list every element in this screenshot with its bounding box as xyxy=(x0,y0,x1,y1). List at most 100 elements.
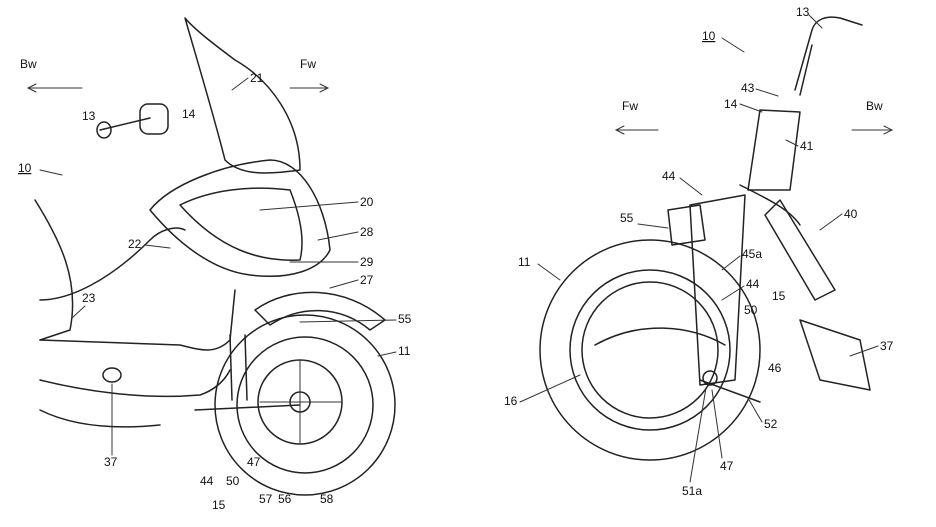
left-scooter-drawing xyxy=(26,17,396,496)
leader-line xyxy=(329,279,359,289)
front-cowl xyxy=(149,159,331,277)
front-fender xyxy=(254,291,386,331)
label-50-right: 50 xyxy=(744,303,758,317)
label-27-left: 27 xyxy=(360,273,374,287)
label-41-right: 41 xyxy=(800,139,814,153)
handlebar xyxy=(99,117,151,131)
leader-line xyxy=(785,139,799,147)
label-bw-right: Bw xyxy=(866,99,883,113)
floor-frame-37 xyxy=(799,319,871,391)
label-13-right: 13 xyxy=(796,5,810,19)
leader-line xyxy=(721,285,745,301)
label-11-left: 11 xyxy=(398,344,411,358)
label-21-left: 21 xyxy=(250,71,264,85)
bw-arrowhead-right xyxy=(883,125,894,135)
fork-leg-inner xyxy=(244,334,248,401)
label-58-left: 58 xyxy=(320,492,334,506)
leader-line xyxy=(71,305,86,319)
label-20-left: 20 xyxy=(360,195,374,209)
fork-leg xyxy=(229,334,233,401)
leader-line xyxy=(519,374,581,403)
damper-55 xyxy=(667,204,706,246)
front-tire xyxy=(214,314,396,496)
bw-arrowhead-left xyxy=(26,83,37,93)
label-43-right: 43 xyxy=(741,81,755,95)
label-14-left: 14 xyxy=(182,107,196,121)
label-22-left: 22 xyxy=(128,237,142,251)
handlebar-switch-housing xyxy=(139,103,169,135)
handle-grip xyxy=(96,121,112,139)
label-fw-left: Fw xyxy=(300,57,316,71)
leader-line xyxy=(144,244,171,249)
leader-line xyxy=(299,319,397,323)
leader-line xyxy=(537,263,561,281)
leader-line xyxy=(679,177,703,196)
leader-line xyxy=(39,169,63,176)
label-45a-right: 45a xyxy=(742,247,762,261)
frame-brace xyxy=(739,184,801,226)
leader-line xyxy=(819,213,843,231)
right-scooter-drawing xyxy=(539,16,894,461)
label-37-left: 37 xyxy=(104,455,118,469)
label-11-right: 11 xyxy=(518,255,531,269)
leader-line xyxy=(231,77,249,91)
swing-link xyxy=(594,327,726,346)
seat-floor-line xyxy=(39,227,186,301)
frame-member-40 xyxy=(764,199,836,301)
axle-51a xyxy=(702,370,718,386)
label-44-left: 44 xyxy=(200,474,214,488)
fw-arrowhead-left xyxy=(319,83,330,93)
leader-line xyxy=(711,389,723,459)
leader-line xyxy=(259,201,359,211)
label-fw-right: Fw xyxy=(622,99,638,113)
left-labels: Bw Fw 10 13 14 21 20 28 29 27 22 23 55 1… xyxy=(18,57,412,512)
steering-column xyxy=(799,44,813,96)
front-rim-right xyxy=(569,269,731,431)
leader-line xyxy=(637,223,669,229)
leader-line xyxy=(377,351,397,357)
headlight-housing xyxy=(179,187,303,261)
axle-link xyxy=(194,404,301,411)
leader-line xyxy=(721,37,745,53)
label-56-left: 56 xyxy=(278,492,292,506)
leader-line xyxy=(849,345,879,357)
inner-rim-right xyxy=(581,281,719,419)
front-fork-plate xyxy=(689,194,746,386)
label-40-right: 40 xyxy=(844,207,858,221)
label-50-left: 50 xyxy=(226,474,240,488)
leader-line xyxy=(755,88,779,97)
label-23-left: 23 xyxy=(82,291,96,305)
leader-line xyxy=(317,231,359,241)
label-44-right-mid: 44 xyxy=(746,277,760,291)
leader-line xyxy=(739,103,763,113)
label-57-left: 57 xyxy=(259,492,273,506)
label-14-right: 14 xyxy=(724,97,738,111)
label-55-left: 55 xyxy=(398,312,412,326)
label-16-right: 16 xyxy=(504,394,518,408)
label-47-right: 47 xyxy=(720,459,734,473)
front-tire-right xyxy=(539,239,761,461)
label-13-left: 13 xyxy=(82,109,96,123)
handlebar-right xyxy=(794,16,863,91)
lower-body xyxy=(39,369,231,398)
windscreen xyxy=(184,17,301,174)
label-bw-left: Bw xyxy=(20,57,37,71)
label-15-right: 15 xyxy=(772,289,786,303)
front-rim xyxy=(236,336,374,474)
label-55-right: 55 xyxy=(620,211,634,225)
label-44-right-top: 44 xyxy=(662,169,676,183)
label-51a-right: 51a xyxy=(682,484,702,498)
link-arm-52 xyxy=(699,379,761,403)
label-47-left: 47 xyxy=(247,455,261,469)
fw-arrowhead-right xyxy=(614,125,625,135)
label-37-right: 37 xyxy=(880,339,894,353)
label-15-left: 15 xyxy=(212,498,226,512)
leader-line xyxy=(721,255,741,271)
body-detail-37 xyxy=(102,367,122,383)
label-ref-10-left: 10 xyxy=(18,161,32,175)
label-28-left: 28 xyxy=(360,225,374,239)
label-ref-10-right: 10 xyxy=(702,29,716,43)
floorboard xyxy=(39,289,236,351)
